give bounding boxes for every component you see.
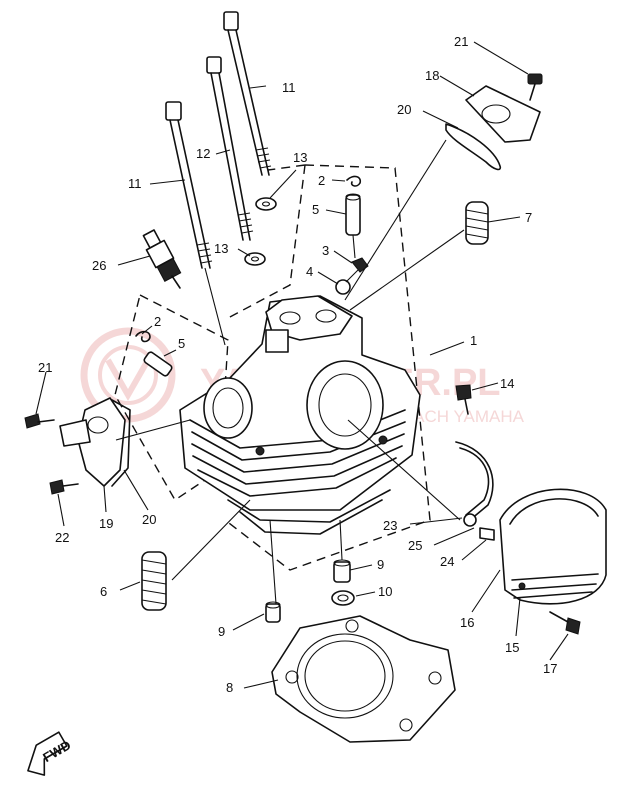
cam-cap-assembly — [445, 73, 543, 171]
label-26: 26 — [92, 258, 106, 273]
label-15: 15 — [505, 640, 519, 655]
label-11-top: 11 — [282, 80, 296, 95]
small-bolts — [24, 384, 581, 635]
cylinder-head — [179, 295, 421, 535]
rocker-small-parts — [335, 175, 369, 295]
head-gasket — [271, 615, 456, 743]
spring-7 — [465, 201, 489, 245]
label-13-mid: 13 — [214, 241, 228, 256]
label-23: 23 — [383, 518, 397, 533]
washers-13 — [244, 197, 277, 266]
label-16: 16 — [460, 615, 474, 630]
label-1: 1 — [470, 333, 477, 348]
label-18: 18 — [425, 68, 439, 83]
label-14: 14 — [500, 376, 514, 391]
label-22: 22 — [55, 530, 69, 545]
label-6: 6 — [100, 584, 107, 599]
leader-lines — [35, 41, 569, 689]
label-5-top: 5 — [312, 202, 319, 217]
label-25: 25 — [408, 538, 422, 553]
label-20-top: 20 — [397, 102, 411, 117]
label-12: 12 — [196, 146, 210, 161]
label-21-top: 21 — [454, 34, 468, 49]
label-24: 24 — [440, 554, 454, 569]
label-3: 3 — [322, 243, 329, 258]
cylinder-head-bolts — [165, 11, 272, 346]
label-11-left: 11 — [128, 176, 142, 191]
label-13-top: 13 — [293, 150, 307, 165]
side-cover-left — [59, 397, 131, 487]
label-9-right: 9 — [377, 557, 384, 572]
label-19: 19 — [99, 516, 113, 531]
dowels-and-seal — [265, 559, 355, 623]
label-21-left: 21 — [38, 360, 52, 375]
side-cover-right — [455, 441, 607, 605]
label-5-left: 5 — [178, 336, 185, 351]
label-17: 17 — [543, 661, 557, 676]
front-direction-arrow: FWD — [27, 731, 73, 776]
label-4: 4 — [306, 264, 313, 279]
label-7: 7 — [525, 210, 532, 225]
label-20-left: 20 — [142, 512, 156, 527]
label-10: 10 — [378, 584, 392, 599]
assembly-outline — [114, 164, 431, 571]
spark-plug — [142, 229, 182, 289]
part-number-labels: 21 18 20 11 12 11 13 13 2 5 3 4 26 7 1 1… — [38, 34, 557, 695]
label-2-left: 2 — [154, 314, 161, 329]
label-9-left: 9 — [218, 624, 225, 639]
exhaust-small-parts — [135, 330, 173, 377]
spring-6 — [141, 551, 167, 611]
label-2-top: 2 — [318, 173, 325, 188]
label-8: 8 — [226, 680, 233, 695]
